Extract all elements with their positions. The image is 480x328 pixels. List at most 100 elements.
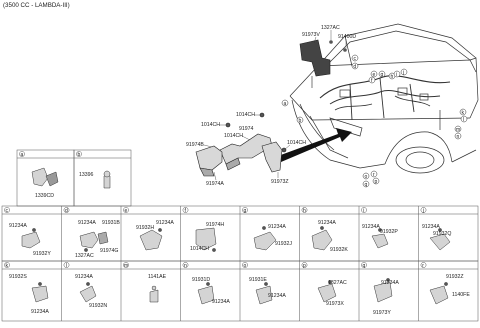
cell-letter-q: q [361,262,367,269]
part-label: 1327AC [328,280,347,286]
upper-harness-bracket [299,39,347,88]
cell-letter-n: n [182,262,189,269]
cell-letter-m: m [123,262,129,269]
cell-letter-f: f [182,207,189,214]
svg-text:e: e [373,72,376,78]
label-1014CH-a: 1014CH [236,112,255,118]
part-label: 1140FE [452,292,470,298]
label-91974: 91974 [239,126,254,132]
svg-text:j: j [402,70,404,76]
callout-o: o [362,172,370,180]
part-label: 91234A [362,224,380,230]
part-label: 13396 [79,172,94,178]
svg-text:i: i [363,208,364,214]
cell-letter-p: p [301,262,308,269]
label-91974A: 91974A [206,181,224,187]
cell-letters: a b c d e f g h i j k l m n o p q r [4,151,427,269]
callout-i: i [393,70,401,78]
svg-text:n: n [457,134,460,140]
svg-text:r: r [422,263,424,269]
callout-b: b [296,116,304,124]
callout-k: k [459,108,467,116]
svg-text:n: n [184,263,187,269]
svg-text:i: i [396,72,397,78]
part-label: 91973X [326,301,344,307]
part-label: 91234A [31,309,49,315]
callout-g: g [378,70,386,78]
cell-letter-l: l [63,262,70,269]
label-91974B: 91974B [186,142,204,148]
label-91973Z: 91973Z [271,179,289,185]
cell-part-sketches [21,167,451,305]
svg-text:f: f [371,78,373,84]
part-label: 91234A [75,274,93,280]
part-label: 1141AE [148,274,167,280]
svg-text:p: p [375,179,378,185]
part-label: 91932Q [433,231,451,237]
main-part-labels: 91973V 1327AC 91400D 1014CH 1014CH 91974… [186,25,356,187]
part-label: 91932Z [446,274,464,280]
svg-text:g: g [381,72,384,78]
part-label: 91234A [212,299,230,305]
part-label: 91932Y [33,251,51,257]
cell-letter-i: i [361,207,367,214]
part-label: 91973Y [373,310,391,316]
part-label: 91974H [206,222,224,228]
part-label: 91234A [381,280,399,286]
svg-text:j: j [422,208,424,214]
part-label: 91234A [318,220,336,226]
part-label: 91932K [330,247,348,253]
svg-text:q: q [363,263,366,269]
callout-c: c [351,54,359,62]
svg-text:g: g [244,208,247,214]
svg-text:e: e [125,208,128,214]
part-label: 91931D [192,277,210,283]
vehicle-illustration [289,23,479,174]
svg-text:h: h [303,208,306,214]
part-label: 1014CH [190,246,209,252]
svg-text:d: d [65,208,68,214]
svg-text:m: m [456,127,460,133]
label-1327AC-top: 1327AC [321,25,340,31]
callout-j: j [400,68,408,76]
callout-m: m [454,125,462,133]
cell-letter-a: a [19,151,25,158]
cell-part-numbers: 1339CD 13396 91234A 91932Y 91234A 91931B… [9,172,470,316]
part-label: 91932P [380,229,398,235]
callout-n: n [454,132,462,140]
svg-text:r: r [373,172,375,178]
callout-f: f [368,76,376,84]
protector-assembly [195,112,287,177]
callout-a: a [281,99,289,107]
svg-text:b: b [299,118,302,124]
part-label: 91932S [9,274,27,280]
svg-text:o: o [244,263,247,269]
part-label: 91234A [422,224,440,230]
cell-letter-j: j [420,207,427,214]
cell-letter-c: c [4,207,10,214]
svg-text:b: b [78,152,81,158]
cell-letter-r: r [420,262,427,269]
callout-l: l [460,115,468,123]
cell-letter-o: o [242,262,248,269]
cell-letter-d: d [63,207,70,214]
part-label: 91974G [100,248,118,254]
svg-text:k: k [462,110,465,116]
callout-arrow [278,128,352,162]
cell-letter-k: k [4,262,10,269]
svg-text:m: m [124,263,128,269]
callout-d: d [351,62,359,70]
label-1014CH-b: 1014CH [201,122,220,128]
cell-letter-g: g [242,207,248,214]
callout-p: p [372,177,380,185]
callout-q: q [362,180,370,188]
label-91400D: 91400D [338,34,356,40]
svg-text:l: l [463,117,464,123]
part-label: 91234A [9,223,27,229]
diagram-header: (3500 CC - LAMBDA-III) [3,2,70,9]
part-label: 91931E [249,277,267,283]
label-1014CH-c: 1014CH [224,133,243,139]
part-label: 91932J [275,241,292,247]
svg-text:d: d [353,64,356,70]
